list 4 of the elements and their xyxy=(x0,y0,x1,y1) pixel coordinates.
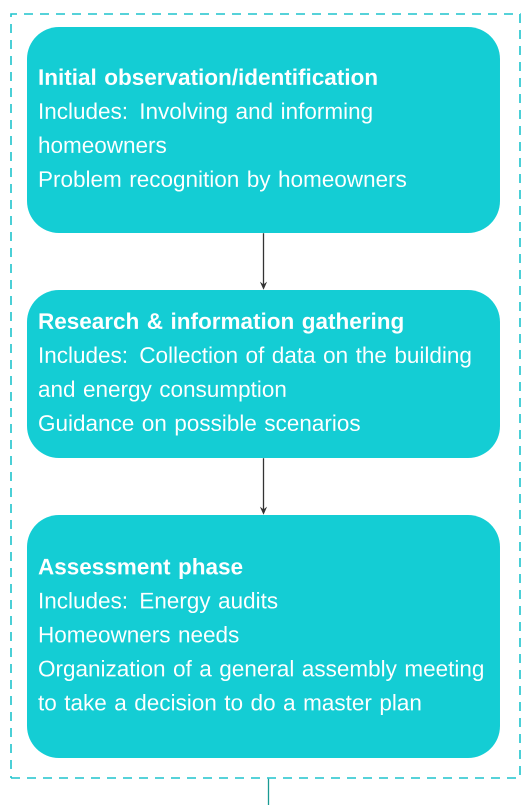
process-box: Initial observation/identification Includes: Involving and informing homeowners Problem recognition by homeowners xyxy=(27,27,500,233)
dashed-frame xyxy=(10,13,521,779)
process-box: Assessment phase Includes: Energy audits Homeowners needs Organization of a general assembly meeting to take a decision to do a master plan xyxy=(27,515,500,758)
process-box: Research & information gathering Includes: Collection of data on the building and energy consumption Guidance on possible scenarios xyxy=(27,290,500,458)
